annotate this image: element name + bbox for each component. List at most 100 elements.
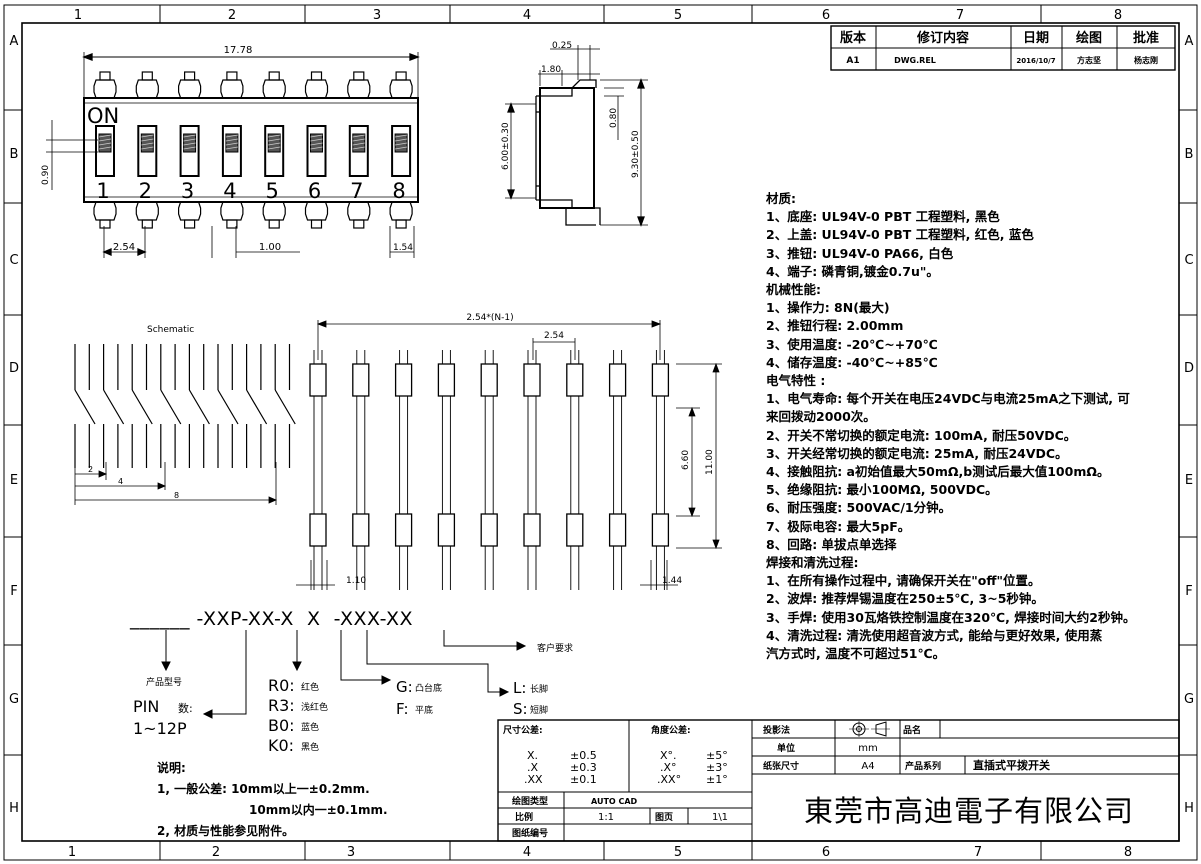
dim-1100: 11.00 bbox=[705, 449, 715, 475]
unit-value: mm bbox=[858, 743, 877, 754]
page-label: 图页 bbox=[655, 812, 673, 823]
dim-2: 2 bbox=[88, 465, 93, 474]
outer-frame bbox=[3, 4, 1198, 861]
col-label: 1 bbox=[74, 8, 82, 23]
position-number: 3 bbox=[181, 179, 194, 203]
color-code: R0: bbox=[268, 676, 295, 695]
spec-line: 电气特性 : bbox=[766, 373, 826, 389]
scale-value: 1:1 bbox=[598, 812, 614, 823]
spec-line: 8、回路: 单拔点单选择 bbox=[766, 536, 897, 552]
schematic bbox=[74, 344, 296, 468]
color-name: 浅红色 bbox=[301, 701, 328, 713]
row-label: E bbox=[1185, 473, 1193, 488]
schematic-dims bbox=[74, 460, 278, 505]
row-label: A bbox=[10, 34, 19, 49]
spec-line: 汽方式时, 温度不可超过51℃。 bbox=[766, 646, 946, 662]
spec-line: 2、推钮行程: 2.00mm bbox=[766, 318, 904, 334]
tol-val: ±0.1 bbox=[570, 773, 597, 786]
spec-line: 3、手焊: 使用30瓦烙铁控制温度在320℃, 焊接时间大约2秒钟。 bbox=[766, 609, 1136, 625]
footprint-dims bbox=[296, 320, 722, 590]
schematic-contact bbox=[274, 389, 296, 425]
col-label: 3 bbox=[373, 8, 381, 23]
color-code: K0: bbox=[268, 736, 294, 755]
dim-080: 0.80 bbox=[609, 108, 619, 128]
ang-val: ±1° bbox=[706, 773, 728, 786]
schematic-contact bbox=[217, 389, 239, 425]
row-label: H bbox=[9, 801, 19, 816]
color-code: B0: bbox=[268, 716, 295, 735]
switch-unit: 3 bbox=[178, 71, 202, 229]
color-name: 黑色 bbox=[301, 741, 319, 753]
rev-header: 版本 bbox=[840, 30, 866, 46]
ang-tol-label: 角度公差: bbox=[651, 724, 691, 736]
footprint-pad bbox=[566, 363, 584, 397]
row-label: F bbox=[1185, 584, 1192, 599]
spec-line: 3、使用温度: -20℃~+70℃ bbox=[766, 336, 938, 352]
notes-title: 说明: bbox=[157, 761, 186, 775]
col-label: 6 bbox=[822, 845, 830, 860]
rev-cell: 2016/10/7 bbox=[1016, 57, 1055, 65]
schematic-contact bbox=[188, 389, 210, 425]
base-code: G: bbox=[396, 678, 413, 696]
ang-val: ±3° bbox=[706, 761, 728, 774]
spec-line: 5、绝缘阻抗: 最小100MΩ, 500VDC。 bbox=[766, 482, 998, 498]
schematic-contact bbox=[74, 389, 96, 425]
rev-header: 修订内容 bbox=[916, 30, 969, 46]
col-label: 5 bbox=[674, 845, 682, 860]
row-label: G bbox=[1184, 692, 1194, 707]
part-code-lines bbox=[161, 630, 527, 719]
legs-name: 短脚 bbox=[530, 704, 548, 716]
rev-header: 批准 bbox=[1133, 30, 1159, 46]
spec-line: 4、接触阻抗: a初始值最大50mΩ,b测试后最大值100mΩ。 bbox=[766, 464, 1110, 480]
footprint-pad bbox=[437, 513, 456, 547]
color-code: R3: bbox=[268, 696, 295, 715]
drawing-no-label: 图纸编号 bbox=[512, 827, 548, 839]
spec-line: 材质: bbox=[766, 191, 796, 206]
tol-key: X. bbox=[527, 749, 538, 762]
pin-label: PIN bbox=[133, 697, 159, 716]
switch-unit: 6 bbox=[304, 71, 329, 229]
notes-line: 2, 材质与性能参见附件。 bbox=[157, 824, 295, 838]
base-name: 凸台底 bbox=[415, 682, 442, 694]
position-number: 4 bbox=[223, 179, 236, 203]
col-label: 8 bbox=[1114, 8, 1122, 23]
spec-line: 2、波焊: 推荐焊锡温度在250±5℃, 3~5秒钟。 bbox=[766, 591, 1044, 607]
dim-025: 0.25 bbox=[552, 41, 572, 51]
row-label: H bbox=[1184, 801, 1194, 816]
schematic-contact bbox=[131, 389, 153, 425]
color-name: 红色 bbox=[301, 681, 319, 693]
col-label: 4 bbox=[523, 845, 531, 860]
footprint-pad bbox=[352, 363, 370, 397]
spec-line: 来回拨动2000次。 bbox=[766, 409, 876, 425]
spec-line: 2、上盖: UL94V-0 PBT 工程塑料, 红色, 蓝色 bbox=[766, 227, 1034, 243]
company-name: 東莞市高迪電子有限公司 bbox=[803, 794, 1134, 828]
switch-unit: 7 bbox=[347, 71, 371, 229]
series-label: 产品系列 bbox=[905, 760, 941, 772]
row-label: F bbox=[10, 584, 17, 599]
dim-span: 2.54*(N-1) bbox=[466, 313, 513, 323]
spec-line: 机械性能: bbox=[766, 282, 821, 298]
legs-code: S: bbox=[513, 700, 528, 718]
rev-cell: A1 bbox=[846, 56, 859, 66]
part-code: ______ -XXP-XX-X X -XXX-XX bbox=[129, 608, 413, 630]
dim-pitch-fp: 2.54 bbox=[544, 331, 564, 341]
footprint-pad bbox=[352, 513, 370, 547]
scale-label: 比例 bbox=[515, 811, 533, 823]
dim-8: 8 bbox=[174, 491, 179, 500]
dim-090: 0.90 bbox=[41, 165, 51, 185]
revision-table bbox=[830, 25, 1176, 71]
spec-line: 4、清洗过程: 清洗使用超音波方式, 能给与更好效果, 使用蒸 bbox=[766, 627, 1103, 643]
footprint-pad bbox=[437, 363, 456, 397]
footprint-pad bbox=[608, 513, 627, 547]
unit-label: 单位 bbox=[777, 742, 795, 754]
switch-unit: 5 bbox=[262, 71, 286, 229]
dim-tol-label: 尺寸公差: bbox=[503, 724, 543, 736]
rev-cell: 方志坚 bbox=[1077, 55, 1101, 65]
dim-110: 1.10 bbox=[346, 576, 366, 586]
col-label: 7 bbox=[956, 8, 964, 23]
spec-line: 4、端子: 磷青铜,镀金0.7u"。 bbox=[766, 263, 939, 279]
switch-unit: 1 bbox=[93, 71, 117, 229]
dim-144: 1.44 bbox=[662, 576, 682, 586]
